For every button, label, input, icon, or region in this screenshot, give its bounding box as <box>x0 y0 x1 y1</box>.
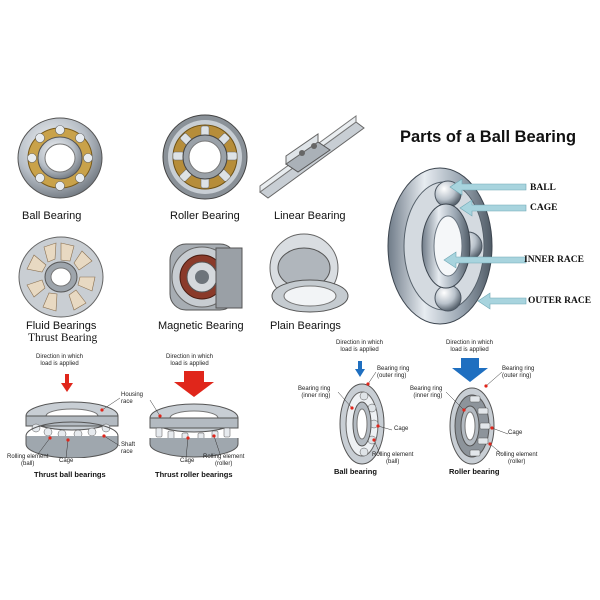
radial-roller-arrow <box>452 358 488 382</box>
direction-note-thrust-roller: Direction in which load is applied <box>166 354 214 367</box>
caption-linear-bearing: Linear Bearing <box>274 210 346 222</box>
thrust-ball-bearing-image <box>25 401 119 458</box>
arrow-to-inner-race <box>443 251 527 269</box>
label-outer-race: OUTER RACE <box>528 296 592 306</box>
label-cage-thrust-roller: Cage <box>180 458 195 464</box>
label-rolling-element-ball-thrust: Rolling element (ball) <box>7 454 49 467</box>
direction-note-radial-roller: Direction in which load is applied <box>446 340 494 353</box>
label-cage-thrust-ball: Cage <box>59 458 74 464</box>
radial-roller-leaders <box>445 371 509 455</box>
caption-fluid-bearings: Fluid Bearings <box>26 320 97 332</box>
label-rolling-element-ball-radial: Rolling element (ball) <box>372 452 414 465</box>
label-cage-radial-roller: Cage <box>508 430 523 436</box>
plain-bearing-image <box>269 233 349 313</box>
label-housing-race: Housing race <box>121 392 144 405</box>
caption-magnetic-bearing: Magnetic Bearing <box>158 320 244 332</box>
ball-bearing-image <box>17 117 103 199</box>
caption-roller-bearing: Roller Bearing <box>170 210 240 222</box>
ball-bearing-cutaway <box>387 167 493 325</box>
thrust-ball-arrow <box>61 374 73 392</box>
linear-bearing-image <box>259 115 365 199</box>
thrust-roller-leaders <box>149 399 221 459</box>
label-inner-ring-ball: Bearing ring (inner ring) <box>298 386 331 399</box>
label-rolling-element-roller-radial: Rolling element (roller) <box>496 452 538 465</box>
label-shaft-race: Shaft race <box>121 442 136 455</box>
label-cage: CAGE <box>530 203 558 213</box>
subtitle-radial-ball: Ball bearing <box>334 467 377 476</box>
radial-ball-bearing-image <box>339 383 385 465</box>
subtitle-thrust-roller: Thrust roller bearings <box>155 470 233 479</box>
parts-arrows <box>443 178 527 310</box>
radial-ball-leaders <box>337 371 393 455</box>
caption-ball-bearing: Ball Bearing <box>22 210 82 222</box>
label-cage-radial-ball: Cage <box>394 426 409 432</box>
label-rolling-element-roller-thrust: Rolling element (roller) <box>203 454 245 467</box>
roller-bearing-image <box>162 114 248 200</box>
parts-diagram-title: Parts of a Ball Bearing <box>400 128 577 146</box>
arrow-to-ball <box>449 178 527 196</box>
arrow-to-outer-race <box>477 292 527 310</box>
magnetic-bearing-image <box>169 243 243 311</box>
direction-note-thrust-ball: Direction in which load is applied <box>36 354 84 367</box>
caption-thrust-bearing: Thrust Bearing <box>28 332 98 344</box>
label-inner-ring-roller: Bearing ring (inner ring) <box>410 386 443 399</box>
fluid-bearing-image <box>18 236 104 318</box>
label-ball: BALL <box>530 183 556 193</box>
direction-note-radial-ball: Direction in which load is applied <box>336 340 384 353</box>
radial-ball-arrow <box>355 361 365 377</box>
thrust-roller-bearing-image <box>149 403 239 458</box>
arrow-to-cage <box>459 199 527 217</box>
thrust-roller-arrow <box>174 371 214 397</box>
thrust-ball-leaders <box>37 397 121 459</box>
label-inner-race: INNER RACE <box>524 255 584 265</box>
label-outer-ring-ball: Bearing ring (outer ring) <box>377 366 410 379</box>
subtitle-radial-roller: Roller bearing <box>449 467 500 476</box>
label-outer-ring-roller: Bearing ring (outer ring) <box>502 366 535 379</box>
subtitle-thrust-ball: Thrust ball bearings <box>34 470 106 479</box>
caption-plain-bearings: Plain Bearings <box>270 320 341 332</box>
